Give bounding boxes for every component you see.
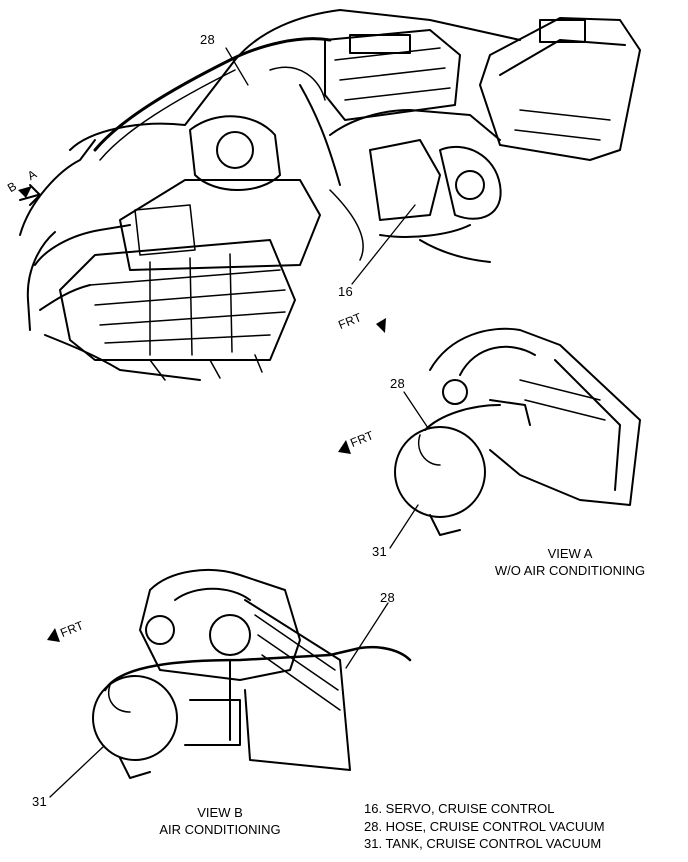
callout-16-servo: 16 xyxy=(338,284,354,299)
legend-item-tank: 31. TANK, CRUISE CONTROL VACUUM xyxy=(364,836,602,851)
view-a-subtitle: W/O AIR CONDITIONING xyxy=(494,563,646,578)
frt-arrows xyxy=(18,186,386,642)
legend-item-hose: 28. HOSE, CRUISE CONTROL VACUUM xyxy=(364,818,605,834)
view-a-title: VIEW A xyxy=(547,546,593,561)
view-a-caption: VIEW A W/O AIR CONDITIONING xyxy=(470,545,670,579)
callout-31-view-b: 31 xyxy=(32,794,48,809)
view-b-caption: VIEW B AIR CONDITIONING xyxy=(130,804,310,838)
frt-arrow-icon-view-b xyxy=(47,628,60,642)
view-b-subtitle: AIR CONDITIONING xyxy=(159,822,281,837)
view-a-arrow-icon xyxy=(18,186,32,198)
callout-28-engine: 28 xyxy=(200,32,216,47)
leader-lines xyxy=(49,47,429,798)
engine-assembly-illustration xyxy=(19,9,641,381)
legend-item-servo: 16. SERVO, CRUISE CONTROL xyxy=(364,801,555,816)
view-b-title: VIEW B xyxy=(197,805,243,820)
callout-31-view-a: 31 xyxy=(372,544,388,559)
frt-arrow-icon-view-a xyxy=(338,440,351,454)
frt-arrow-icon-engine xyxy=(376,318,386,333)
callout-28-view-b: 28 xyxy=(380,590,396,605)
view-a-illustration xyxy=(394,327,641,536)
parts-legend: 16. SERVO, CRUISE CONTROL 28. HOSE, CRUI… xyxy=(364,800,605,853)
callout-28-view-a: 28 xyxy=(390,376,406,391)
view-b-illustration xyxy=(92,569,412,779)
